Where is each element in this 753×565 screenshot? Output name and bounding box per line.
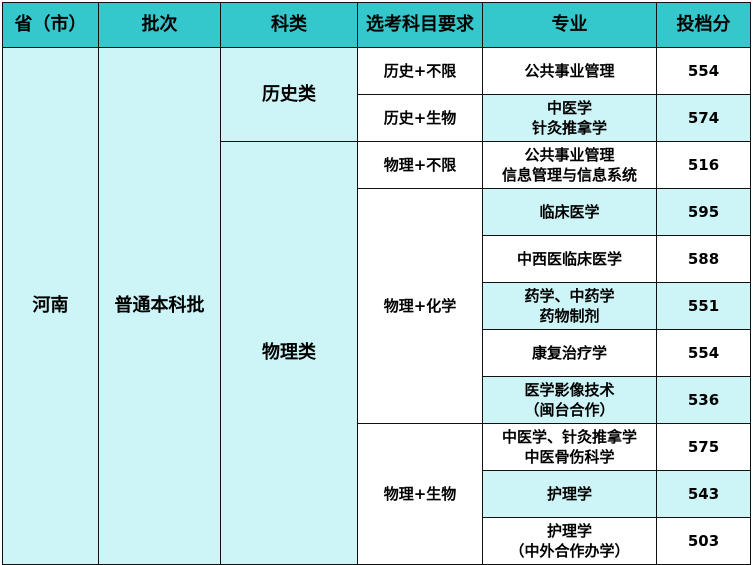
score-cell: 554	[656, 47, 751, 95]
score-cell: 543	[656, 470, 751, 518]
major-cell: 中医学 针灸推拿学	[482, 94, 657, 142]
subject-class-physics: 物理类	[220, 141, 358, 565]
batch-cell: 普通本科批	[98, 47, 221, 565]
score-cell: 595	[656, 188, 751, 236]
score-cell: 575	[656, 423, 751, 471]
table-row: 药学、中药学 药物制剂 551	[3, 282, 751, 330]
score-cell: 554	[656, 329, 751, 377]
major-line: 药物制剂	[539, 307, 600, 325]
major-line: 药学、中药学	[524, 287, 615, 305]
subject-class-history: 历史类	[220, 47, 358, 142]
major-cell: 康复治疗学	[482, 329, 657, 377]
table-row: 物理类 物理+不限 公共事业管理 信息管理与信息系统 516	[3, 141, 751, 565]
header-subject-class: 科类	[220, 2, 358, 48]
score-cell: 588	[656, 235, 751, 283]
major-line: 护理学	[546, 522, 592, 540]
major-cell: 临床医学	[482, 188, 657, 236]
table-row: 护理学 543	[3, 470, 751, 518]
requirement-cell: 历史+不限	[357, 47, 483, 95]
table-row: 中西医临床医学 588	[3, 235, 751, 283]
major-cell: 中医学、针灸推拿学 中医骨伤科学	[482, 423, 657, 471]
table-row: 历史+生物 中医学 针灸推拿学 574	[3, 94, 751, 142]
major-line: 康复治疗学	[531, 344, 607, 362]
major-cell: 药学、中药学 药物制剂	[482, 282, 657, 330]
major-line: 公共事业管理	[524, 62, 615, 80]
major-line: 护理学	[546, 485, 592, 503]
requirement-cell: 物理+生物	[357, 423, 483, 565]
header-requirement: 选考科目要求	[357, 2, 483, 48]
major-line: 中医学、针灸推拿学	[501, 428, 637, 446]
header-province: 省（市）	[2, 2, 99, 48]
major-cell: 医学影像技术 （闽台合作）	[482, 376, 657, 424]
header-major: 专业	[482, 2, 657, 48]
score-cell: 503	[656, 517, 751, 565]
table-row: 物理+生物 中医学、针灸推拿学 中医骨伤科学 575	[3, 423, 751, 565]
requirement-cell: 物理+不限	[357, 141, 483, 189]
major-cell: 中西医临床医学	[482, 235, 657, 283]
table-row: 医学影像技术 （闽台合作） 536	[3, 376, 751, 424]
requirement-cell: 物理+化学	[357, 188, 483, 424]
major-line: 公共事业管理	[524, 146, 615, 164]
major-line: 信息管理与信息系统	[501, 166, 637, 184]
score-cell: 551	[656, 282, 751, 330]
header-score: 投档分	[656, 2, 751, 48]
major-cell: 公共事业管理 信息管理与信息系统	[482, 141, 657, 189]
major-line: 针灸推拿学	[531, 119, 607, 137]
major-line: （闽台合作）	[524, 401, 615, 419]
major-line: 中西医临床医学	[516, 250, 622, 268]
table-row: 物理+化学 临床医学 595	[3, 188, 751, 424]
score-cell: 516	[656, 141, 751, 189]
score-cell: 536	[656, 376, 751, 424]
major-cell: 护理学	[482, 470, 657, 518]
requirement-cell: 历史+生物	[357, 94, 483, 142]
score-cell: 574	[656, 94, 751, 142]
table-row: 护理学 （中外合作办学） 503	[3, 517, 751, 565]
major-line: （中外合作办学）	[509, 542, 630, 560]
major-line: 临床医学	[539, 203, 600, 221]
province-cell: 河南	[2, 47, 99, 565]
major-cell: 护理学 （中外合作办学）	[482, 517, 657, 565]
table-row: 康复治疗学 554	[3, 329, 751, 377]
major-line: 中医骨伤科学	[524, 448, 615, 466]
header-batch: 批次	[98, 2, 221, 48]
major-line: 中医学	[546, 99, 592, 117]
major-line: 医学影像技术	[524, 381, 615, 399]
major-cell: 公共事业管理	[482, 47, 657, 95]
header-row: 省（市） 批次 科类 选考科目要求 专业 投档分	[2, 2, 751, 48]
table-row: 河南 普通本科批 历史类 历史+不限 公共事业管理 554	[2, 47, 751, 565]
